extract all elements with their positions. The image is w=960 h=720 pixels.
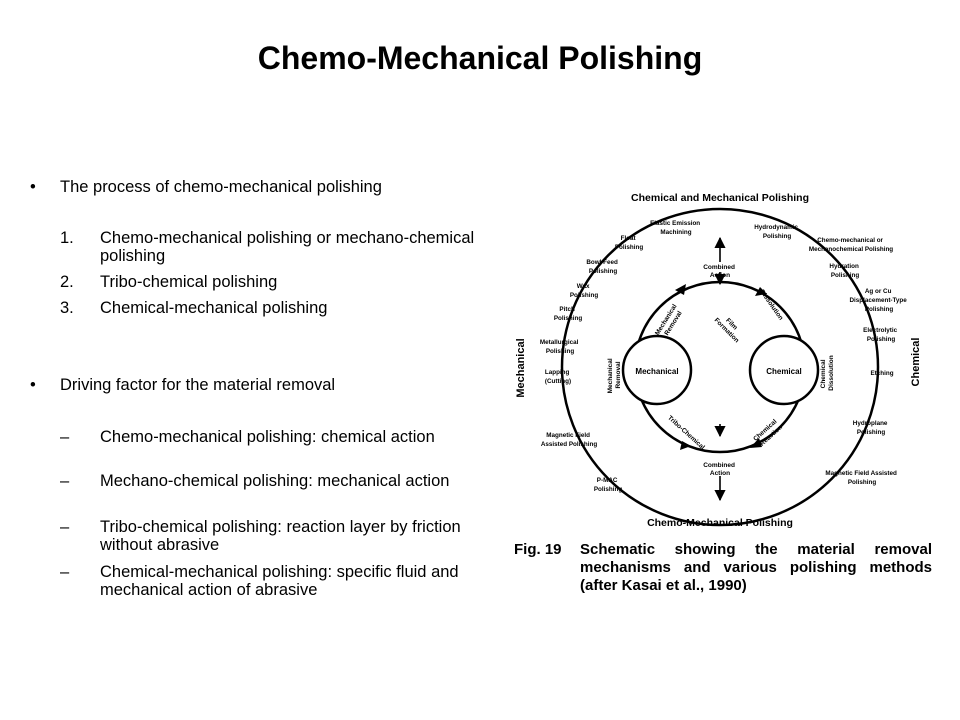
item-marker: –: [60, 428, 70, 446]
item-marker: 1.: [60, 229, 74, 247]
item-marker: –: [60, 472, 70, 490]
item-marker: 2.: [60, 273, 74, 291]
figure-bottom-label: Chemo-Mechanical Polishing: [647, 517, 793, 529]
item-marker: –: [60, 563, 70, 581]
bullet-text: Driving factor for the material removal: [60, 376, 336, 394]
method-hydration: Hydration Polishing: [829, 263, 860, 279]
method-elastic-emission: Elastic Emission Machining: [650, 220, 702, 236]
chemical-circle-label: Chemical: [766, 367, 802, 376]
method-magnetic-field-assisted: Magnetic Field Assisted Polishing: [825, 470, 898, 486]
item-marker: –: [60, 518, 70, 536]
outer-ring: [560, 207, 880, 527]
item-text: Tribo-chemical polishing: [100, 273, 278, 291]
method-etching: Etching: [870, 370, 893, 377]
mechanical-circle: [621, 334, 693, 406]
method-magnetic-field: Magnetic Field Assisted Polishing: [541, 432, 597, 448]
method-bowl-feed: Bowl Feed Polishing: [586, 259, 619, 275]
method-electrolytic: Electrolytic Polishing: [863, 327, 899, 343]
method-lapping: Lapping (Cutting): [545, 369, 571, 385]
ring-arrow-lower-left: [680, 441, 691, 450]
method-metallurgical: Metallurgical Polishing: [540, 339, 580, 355]
bullet-text: The process of chemo-mechanical polishin…: [60, 178, 382, 196]
method-p-mac: P-MAC Polishing: [594, 477, 622, 493]
method-chemo-mechanical: Chemo-mechanical or Mechanochemical Poli…: [809, 237, 893, 253]
polishing-schematic-figure: Mechanical Chemical Chemical and Mechani…: [515, 192, 922, 529]
method-float: Float Polishing: [615, 235, 643, 251]
caption-text: Schematic showing the material removal m…: [580, 541, 932, 594]
figure-top-label: Chemical and Mechanical Polishing: [631, 192, 809, 204]
method-pitch: Pitch Polishing: [554, 306, 582, 322]
caption-label: Fig. 19: [514, 541, 562, 558]
film-formation-label: Film Formation: [713, 311, 746, 344]
bullet-marker: •: [30, 178, 36, 196]
bullet-marker: •: [30, 376, 36, 394]
mechanical-circle-label: Mechanical: [635, 367, 678, 376]
dissolution-label: Dissolution: [758, 289, 784, 322]
figure-right-label: Chemical: [910, 338, 922, 387]
method-hydroplane: Hydroplane Polishing: [853, 420, 889, 436]
ring-arrow-upper-left: [675, 284, 686, 295]
item-text: Mechano-chemical polishing: mechanical a…: [100, 472, 450, 490]
item-marker: 3.: [60, 299, 74, 317]
combined-action-bottom: Combined Action: [703, 462, 737, 477]
item-text: Chemical-mechanical polishing: [100, 299, 328, 317]
ring-arrow-upper-right: [755, 287, 767, 296]
method-hydrodynamic: Hydrodynamic Polishing: [754, 224, 800, 240]
item-text: Chemo-mechanical polishing: chemical act…: [100, 428, 435, 446]
ring-arrow-lower-right: [750, 438, 762, 448]
method-wax: Wax Polishing: [570, 283, 598, 299]
figure-left-label: Mechanical: [515, 338, 527, 397]
mechanical-removal-vertical: Mechanical Removal: [607, 357, 622, 394]
item-text: Chemo-mechanical polishing or mechano-ch…: [100, 229, 475, 265]
item-text: Chemical-mechanical polishing: specific …: [100, 563, 459, 599]
chemical-dissolution-vertical: Chemical Dissolution: [820, 355, 835, 390]
item-text: Tribo-chemical polishing: reaction layer…: [100, 518, 461, 554]
method-ag-cu: Ag or Cu Displacement-Type Polishing: [849, 288, 908, 313]
combined-action-top: Combined Action: [703, 264, 737, 279]
page-title: Chemo-Mechanical Polishing: [257, 40, 703, 76]
chemical-circle: [748, 334, 820, 406]
